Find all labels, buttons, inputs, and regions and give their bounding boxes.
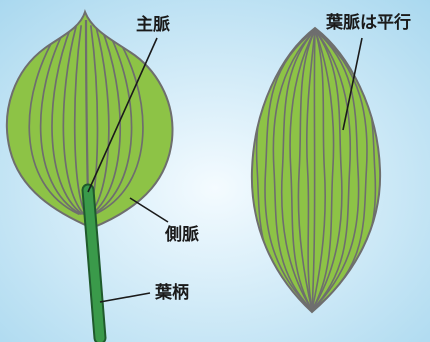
petiole-label: 葉柄 — [154, 282, 189, 303]
main-vein-label: 主脈 — [136, 14, 170, 35]
parallel-veins-label: 葉脈は平行 — [325, 12, 411, 33]
lateral-vein-label: 側脈 — [164, 224, 199, 245]
